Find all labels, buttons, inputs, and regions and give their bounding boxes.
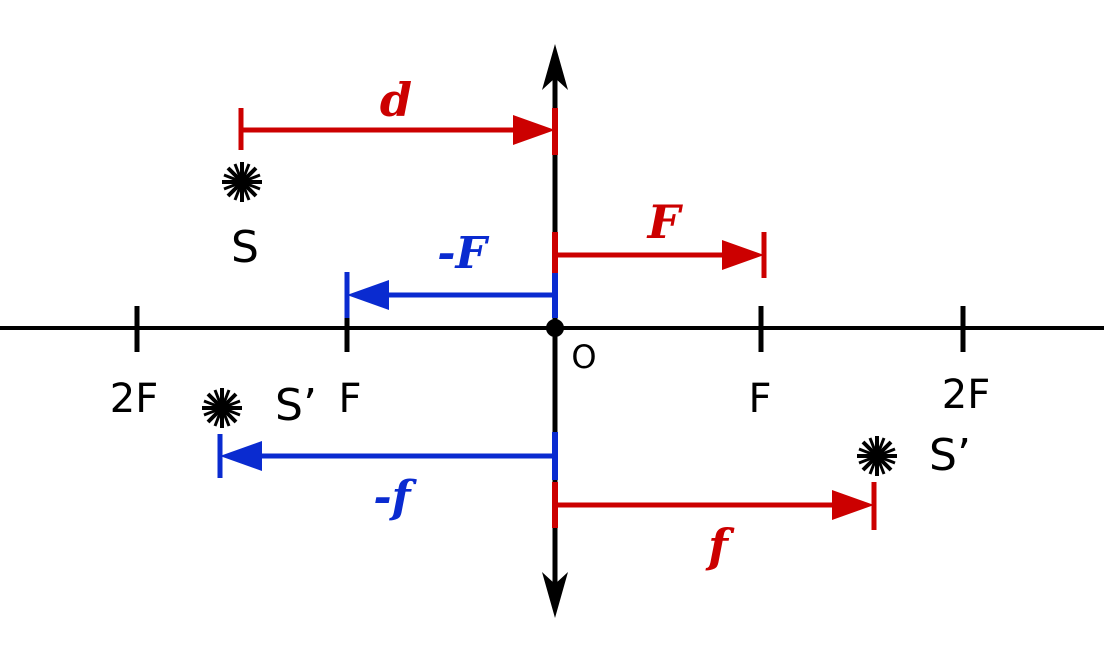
label-origin: O xyxy=(571,338,596,376)
label-source: S xyxy=(231,222,259,273)
image-negative-arrow xyxy=(217,432,558,480)
label-focal-negative: -F xyxy=(437,228,489,279)
label-f-right: F xyxy=(748,376,771,422)
focal-negative-arrow xyxy=(344,272,558,318)
label-2f-left: 2F xyxy=(110,376,158,422)
source-point-icon xyxy=(220,160,264,204)
image-real-point-icon xyxy=(855,434,899,478)
image-virtual-point-icon xyxy=(200,386,244,430)
focal-positive-arrow xyxy=(552,232,767,278)
label-image-real: S’ xyxy=(929,430,971,481)
label-2f-right: 2F xyxy=(942,372,990,418)
object-distance-arrow xyxy=(238,108,558,155)
label-image-positive: f xyxy=(705,519,735,573)
image-positive-arrow xyxy=(552,482,877,530)
label-f-left: F xyxy=(338,376,361,422)
label-image-virtual: S’ xyxy=(275,380,317,431)
label-focal-positive: F xyxy=(646,195,684,249)
label-image-negative: -f xyxy=(373,472,417,523)
origin-point xyxy=(546,319,564,337)
label-object-distance: d xyxy=(380,73,412,127)
